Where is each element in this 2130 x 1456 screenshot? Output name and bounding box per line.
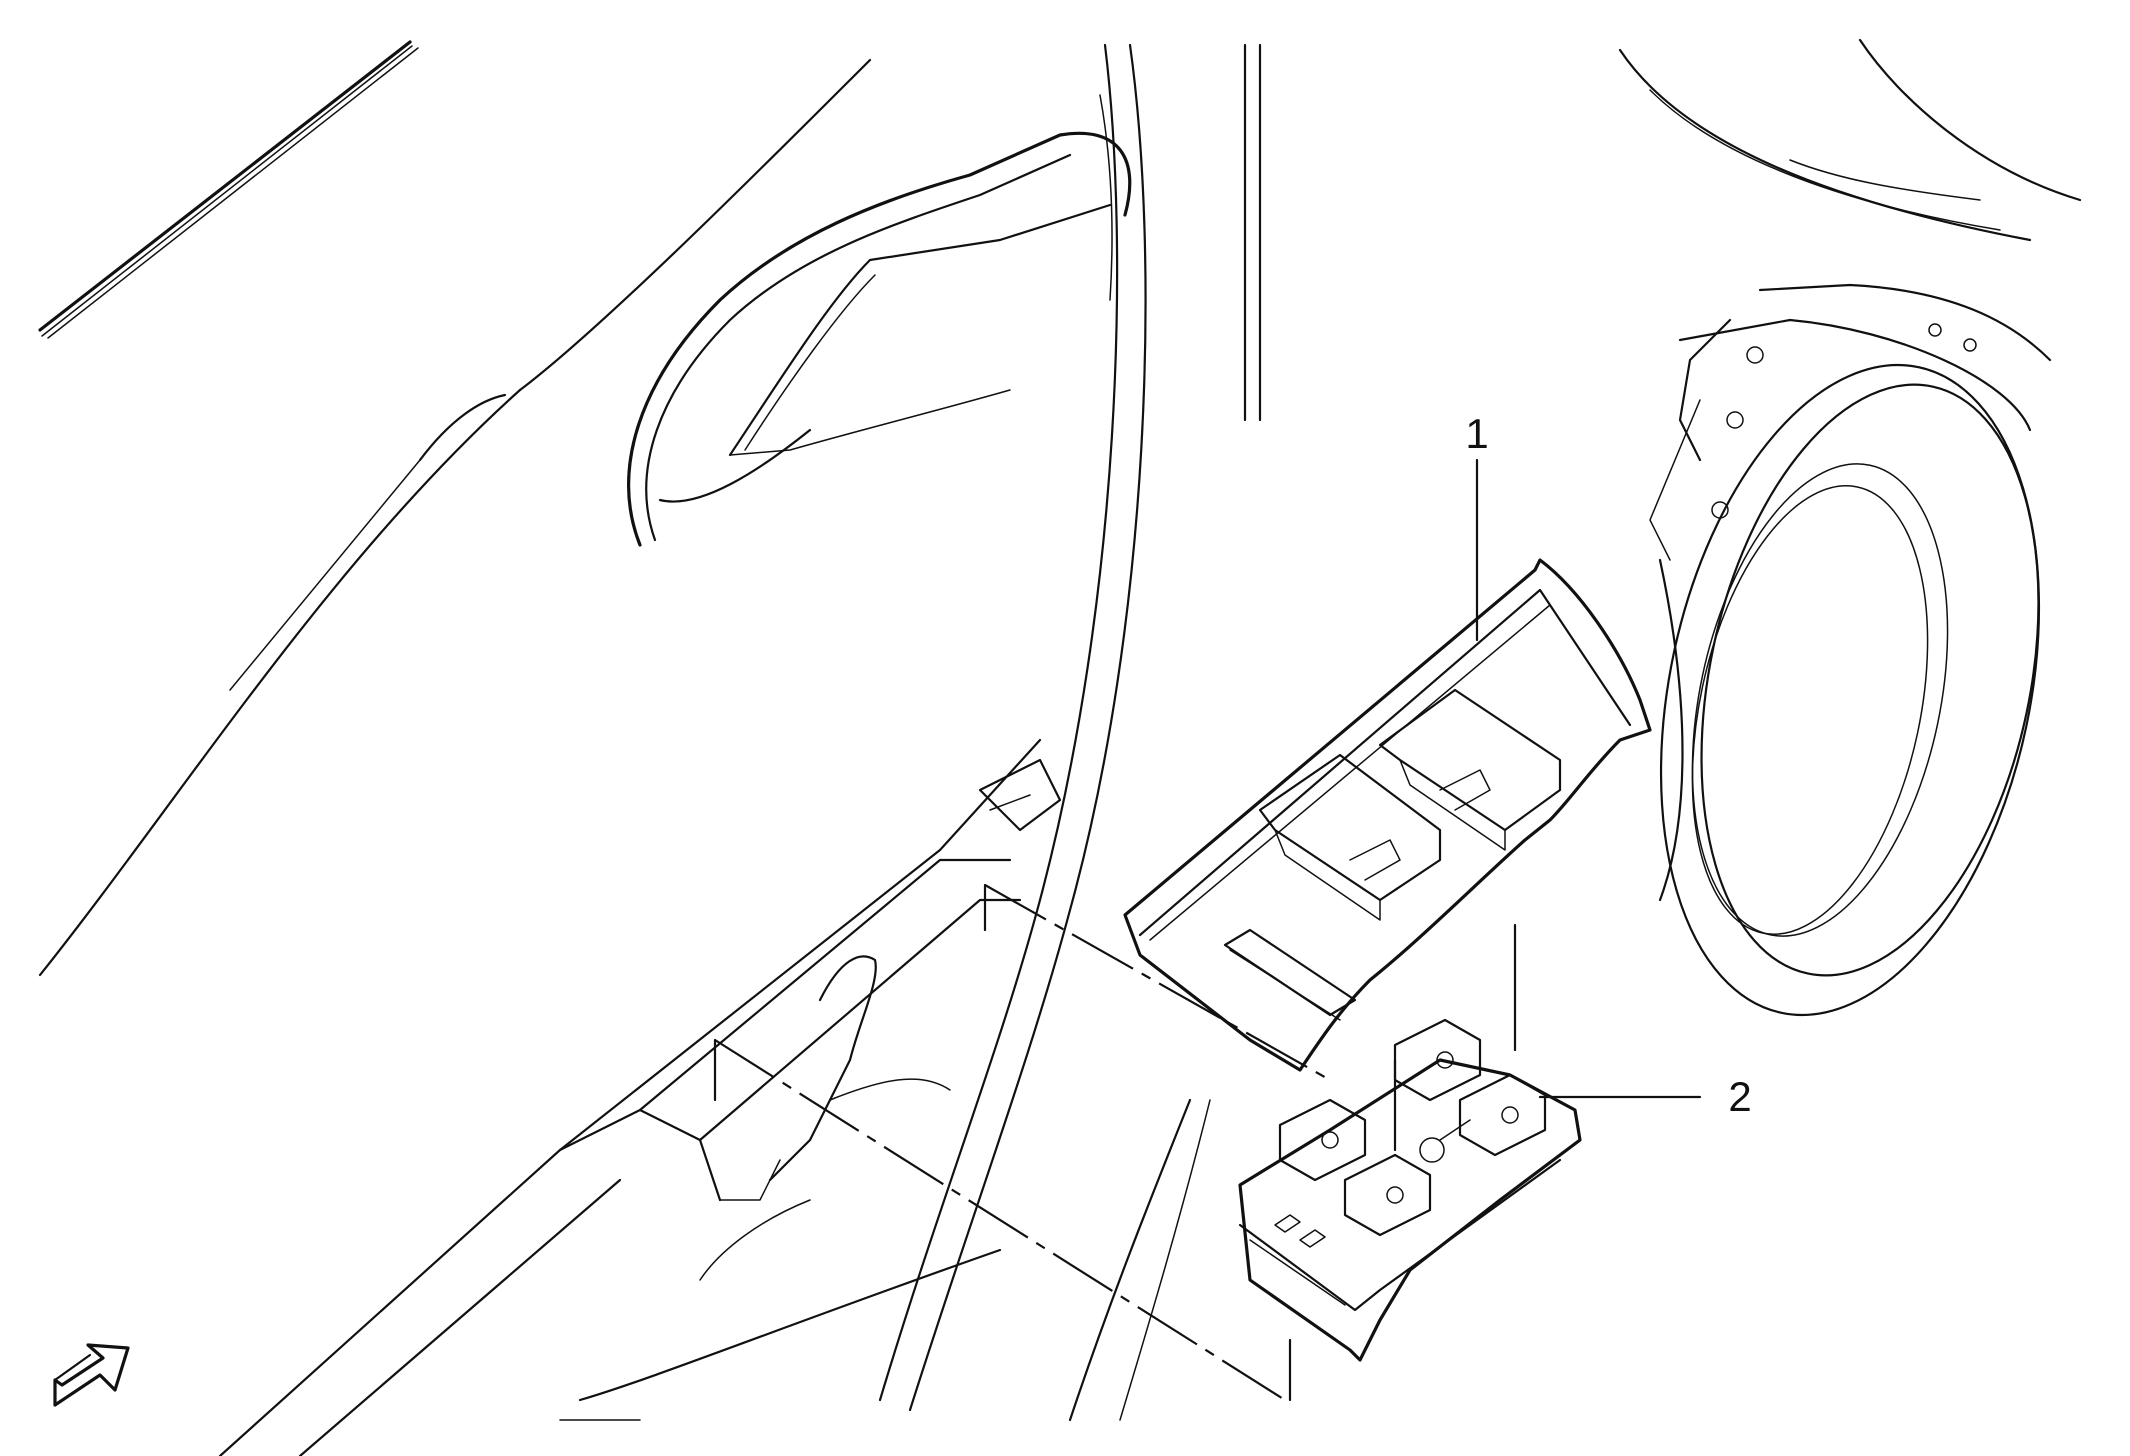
view-direction-arrow-icon — [53, 1343, 130, 1407]
window-switch-bezel — [1123, 558, 1652, 1072]
assembly-guide-lines — [713, 883, 1517, 1402]
callout-2: 2 — [1538, 1073, 1752, 1120]
callout-label-2: 2 — [1728, 1073, 1751, 1120]
window-switch-module — [1238, 1018, 1582, 1362]
callout-1: 1 — [1465, 410, 1489, 642]
door-trim-panel — [38, 40, 1262, 1456]
door-speaker — [1618, 38, 2082, 1017]
callout-label-1: 1 — [1465, 410, 1488, 457]
